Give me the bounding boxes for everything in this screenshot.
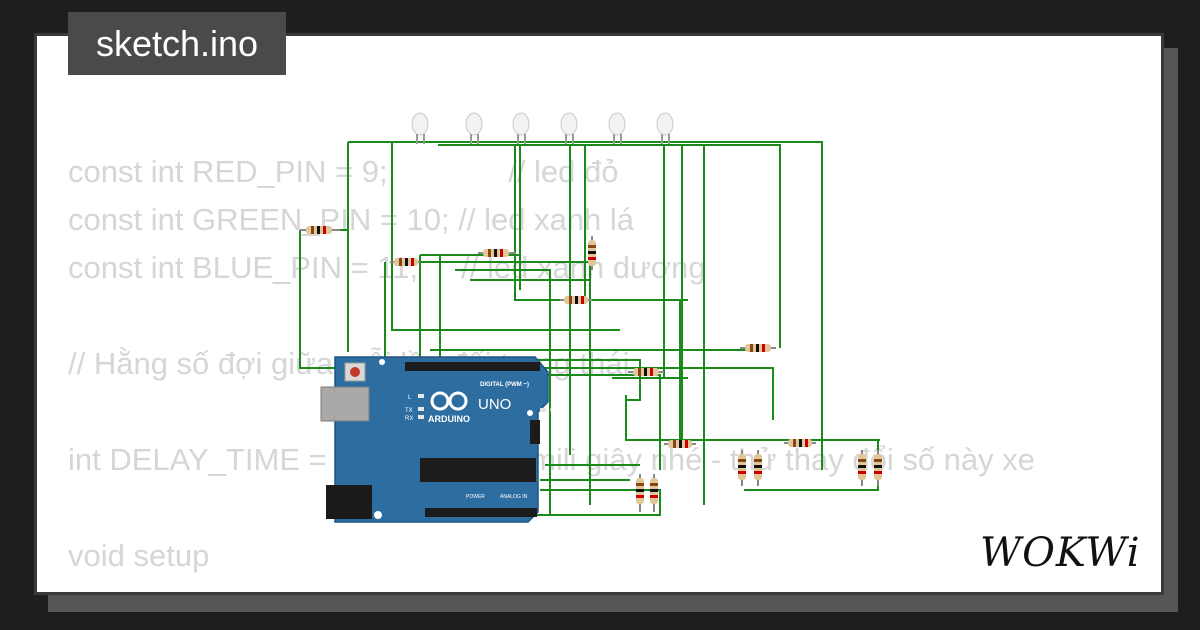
reset-button-cap bbox=[350, 367, 360, 377]
resistors-vertical bbox=[588, 236, 882, 512]
resistor[interactable] bbox=[738, 450, 746, 486]
led-4[interactable] bbox=[560, 112, 578, 144]
on-led bbox=[540, 408, 546, 412]
led-3[interactable] bbox=[512, 112, 530, 144]
code-line: const int GREEN_PIN = 10; // led xanh lá bbox=[68, 202, 635, 237]
sketch-title-badge: sketch.ino bbox=[68, 12, 286, 75]
analog-label: ANALOG IN bbox=[500, 494, 528, 500]
resistor[interactable] bbox=[874, 450, 882, 486]
led-6[interactable] bbox=[656, 112, 674, 144]
mounting-hole bbox=[374, 511, 382, 519]
tx-led bbox=[418, 407, 424, 411]
resistor[interactable] bbox=[628, 368, 664, 376]
resistor[interactable] bbox=[650, 474, 658, 512]
rx-led bbox=[418, 415, 424, 419]
resistor[interactable] bbox=[754, 450, 762, 486]
wokwi-logo-text: WOKWi bbox=[980, 530, 1141, 576]
resistor[interactable] bbox=[390, 258, 420, 266]
led-row bbox=[411, 112, 674, 144]
code-line: void setup bbox=[68, 538, 210, 573]
mounting-hole bbox=[527, 410, 533, 416]
resistor[interactable] bbox=[636, 474, 644, 512]
usb-port bbox=[320, 386, 370, 422]
wokwi-logo: WOKWi bbox=[980, 530, 1141, 576]
led-5[interactable] bbox=[608, 112, 626, 144]
l-label: L bbox=[408, 395, 412, 401]
resistor[interactable] bbox=[300, 226, 340, 234]
resistor[interactable] bbox=[784, 439, 816, 447]
resistor[interactable] bbox=[588, 236, 596, 270]
rx-label: RX bbox=[405, 416, 413, 422]
digital-pins-label: DIGITAL (PWM ~) bbox=[480, 382, 529, 388]
resistor[interactable] bbox=[478, 249, 516, 257]
led-2[interactable] bbox=[465, 112, 483, 144]
power-analog-header bbox=[425, 508, 537, 517]
resistor[interactable] bbox=[740, 344, 776, 352]
resistor[interactable] bbox=[560, 296, 592, 304]
mounting-hole bbox=[379, 359, 385, 365]
on-label: ON bbox=[550, 408, 559, 414]
board-model-label: UNO bbox=[478, 396, 511, 413]
arduino-uno-board[interactable]: ARDUINO UNO DIGITAL (PWM ~) POWER ANALOG… bbox=[320, 356, 559, 523]
l-led bbox=[418, 394, 424, 398]
power-label: POWER bbox=[466, 494, 485, 500]
resistors-horizontal bbox=[300, 226, 816, 448]
atmega-chip bbox=[420, 458, 536, 482]
icsp-header bbox=[530, 420, 540, 444]
led-1[interactable] bbox=[411, 112, 429, 144]
power-jack bbox=[326, 485, 372, 519]
tx-label: TX bbox=[405, 408, 413, 414]
code-line: const int RED_PIN = 9; // led đỏ bbox=[68, 154, 619, 189]
resistor[interactable] bbox=[858, 450, 866, 486]
digital-header bbox=[405, 362, 540, 371]
arduino-logo-icon bbox=[430, 391, 468, 411]
resistor[interactable] bbox=[664, 440, 696, 448]
preview-card bbox=[34, 33, 1164, 595]
board-brand-label: ARDUINO bbox=[428, 414, 470, 424]
